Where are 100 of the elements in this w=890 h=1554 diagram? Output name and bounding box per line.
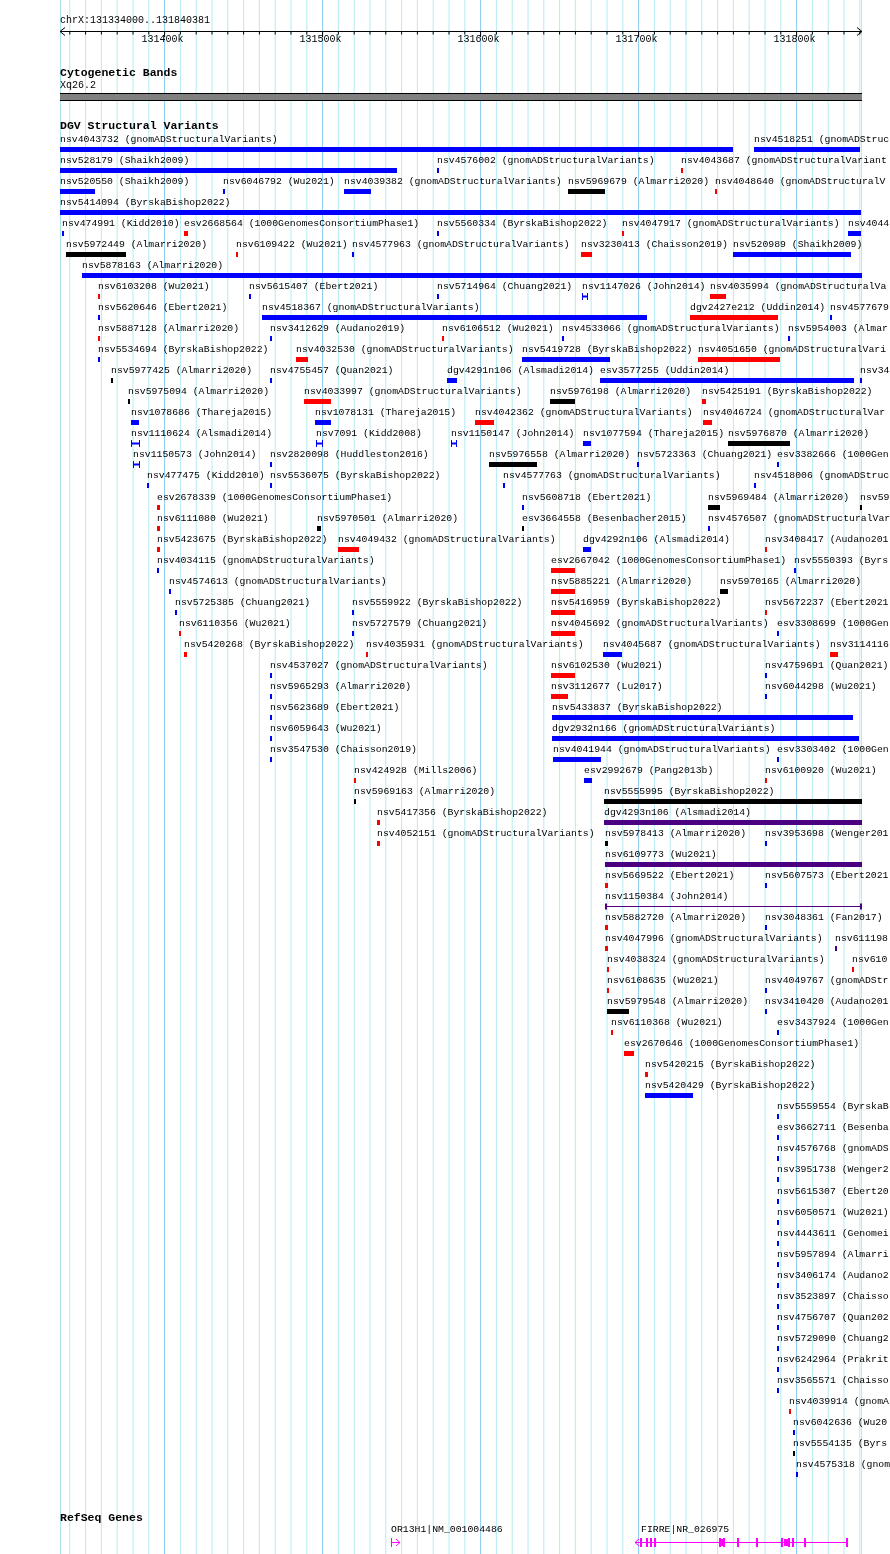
variant-label: nsv4034115 (gnomADStructuralVariants) [157,555,375,566]
variant-label: nsv4048640 (gnomADStructuralV [715,177,886,188]
variant-label: esv3382666 (1000Gen [777,450,889,461]
variant-label: nsv520550 (Shaikh2009) [60,177,190,188]
variant-label: nsv5969484 (Almarri2020) [708,492,850,503]
variant-label: nsv3230413 (Chaisson2019) [581,240,728,251]
variant-label: esv3437924 (1000Gen [777,1018,889,1029]
variant-label: nsv1078686 (Thareja2015) [131,408,273,419]
variant-label: nsv5420215 (ByrskaBishop2022) [645,1060,816,1071]
band-label: Xq26.2 [60,81,97,91]
variant-label: nsv4039382 (gnomADStructuralVariants) [344,177,562,188]
variant-label: nsv4518006 (gnomADStruc [754,471,890,482]
variant-label: nsv3953698 (Wenger201 [765,829,889,839]
variant-label: nsv2820098 (Huddleston2016) [270,450,429,461]
variant-label: dgv4293n106 (Alsmadi2014) [604,807,751,818]
variant-label: nsv6100920 (Wu2021) [765,765,877,776]
variant-label: nsv4039914 (gnomA [789,1396,889,1407]
variant-label: nsv4576507 (gnomADStructuralVar [708,513,890,524]
variant-label: nsv520989 (Shaikh2009) [733,240,863,251]
variant-label: nsv5976558 (Almarri2020) [489,450,631,461]
variant-label: nsv3112677 (Lu2017) [551,681,663,692]
variant-label: nsv6109422 (Wu2021) [236,240,348,251]
variant-label: nsv5957894 (Almarri [777,1249,889,1260]
variant-label: nsv5972449 (Almarri2020) [66,240,208,251]
variant-label: nsv4044 [848,219,890,230]
variant-label: nsv5669522 (Ebert2021) [605,871,735,882]
variant-label: nsv4577679 [830,303,889,314]
variant-label: nsv5425191 (ByrskaBishop2022) [702,387,873,398]
variant-label: nsv3412629 (Audano2019) [270,324,406,335]
variant-label: nsv1150147 (John2014) [451,429,575,440]
variant-label: nsv1077594 (Thareja2015) [583,429,725,440]
variant-label: dgv4291n106 (Alsmadi2014) [447,366,594,377]
variant-label: nsv3523897 (Chaisso [777,1291,889,1302]
variant-label: nsv4577763 (gnomADStructuralVariants) [503,471,721,482]
variant-label: nsv477475 (Kidd2010) [147,471,265,482]
variant-label: nsv4576768 (gnomADS [777,1144,889,1155]
variant-label: nsv5420429 (ByrskaBishop2022) [645,1081,816,1092]
variant-label: nsv5623689 (Ebert2021) [270,702,400,713]
variant-label: nsv5976870 (Almarri2020) [728,429,870,440]
variant-label: nsv5607573 (Ebert2021 [765,871,889,882]
variant-label: nsv4575318 (gnom [796,1459,890,1470]
variant-label: nsv5419728 (ByrskaBishop2022) [522,345,693,356]
variant-label: nsv4047996 (gnomADStructuralVariants) [605,934,823,945]
variant-label: nsv5416959 (ByrskaBishop2022) [551,597,722,608]
variant-label: esv3664558 (Besenbacher2015) [522,513,687,524]
variant-label: nsv5423675 (ByrskaBishop2022) [157,534,328,545]
variant-label: nsv5978413 (Almarri2020) [605,829,747,839]
variant-label: nsv6110368 (Wu2021) [611,1018,723,1029]
variant-label: esv2668564 (1000GenomesConsortiumPhase1) [184,219,420,230]
variant-label: nsv5727579 (Chuang2021) [352,618,488,629]
variant-label: nsv6103208 (Wu2021) [98,282,210,293]
variant-label: nsv4049432 (gnomADStructuralVariants) [338,534,556,545]
variant-label: nsv4518251 (gnomADStruc [754,135,890,145]
variant-label: esv2667042 (1000GenomesConsortiumPhase1) [551,555,787,566]
variant-label: nsv6108635 (Wu2021) [607,976,719,987]
variant-label: nsv6050571 (Wu2021) [777,1207,889,1218]
variant-label: nsv611198 [835,934,888,945]
variant-label: nsv528179 (Shaikh2009) [60,156,190,166]
variant-label: nsv5414094 (ByrskaBishop2022) [60,198,231,209]
scale-tick-label: 131400k [141,35,184,45]
variant-label: nsv5534694 (ByrskaBishop2022) [98,345,269,356]
variant-label: nsv5969679 (Almarri2020) [568,177,710,188]
variant-label: nsv4051650 (gnomADStructuralVari [698,345,887,356]
variant-label: esv3308699 (1000Gen [777,618,889,629]
variant-label: dgv2427e212 (Uddin2014) [690,303,826,314]
variant-label: nsv59 [860,492,890,503]
variant-label: nsv5615307 (Ebert20 [777,1186,889,1197]
variant-label: nsv4533066 (gnomADStructuralVariants) [562,324,780,335]
variant-label: nsv4045687 (gnomADStructuralVariants) [603,639,821,650]
variant-label: nsv4033997 (gnomADStructuralVariants) [304,387,522,398]
variant-label: nsv6059643 (Wu2021) [270,723,382,734]
variant-label: nsv5608718 (Ebert2021) [522,492,652,503]
variant-label: nsv3547530 (Chaisson2019) [270,744,417,755]
variant-label: nsv4518367 (gnomADStructuralVariants) [262,303,480,314]
variant-label: nsv3408417 (Audano201 [765,534,889,545]
variant-label: nsv5725385 (Chuang2021) [175,597,311,608]
variant-label: nsv5970165 (Almarri2020) [720,576,862,587]
variant-label: esv3662711 (Besenba [777,1123,889,1134]
scale-tick-label: 131600k [457,35,500,45]
variant-label: nsv5729090 (Chuang2 [777,1333,889,1344]
variant-label: nsv5536075 (ByrskaBishop2022) [270,471,441,482]
variant-label: nsv4052151 (gnomADStructuralVariants) [377,829,595,839]
variant-label: esv3577255 (Uddin2014) [600,366,730,377]
variant-label: nsv4046724 (gnomADStructuralVar [703,408,886,419]
variant-label: nsv6046792 (Wu2021) [223,177,335,188]
variant-label: nsv5885221 (Almarri2020) [551,576,693,587]
track-title: DGV Structural Variants [60,120,219,132]
variant-label: nsv5723363 (Chuang2021) [637,450,773,461]
variant-label: nsv5965293 (Almarri2020) [270,681,412,692]
variant-label: nsv1150573 (John2014) [133,450,257,461]
variant-label: nsv5550393 (Byrs [794,555,889,566]
variant-label: nsv4576002 (gnomADStructuralVariants) [437,156,655,166]
variant-label: nsv3565571 (Chaisso [777,1375,889,1386]
gene-label: FIRRE|NR_026975 [641,1525,731,1535]
variant-label: nsv6102530 (Wu2021) [551,660,663,671]
scale-tick-label: 131800k [773,35,816,45]
variant-label: nsv5714964 (Chuang2021) [437,282,573,293]
variant-label: nsv5976198 (Almarri2020) [550,387,692,398]
variant-label: nsv6042636 (Wu20 [793,1417,888,1428]
variant-label: nsv5882720 (Almarri2020) [605,913,747,924]
